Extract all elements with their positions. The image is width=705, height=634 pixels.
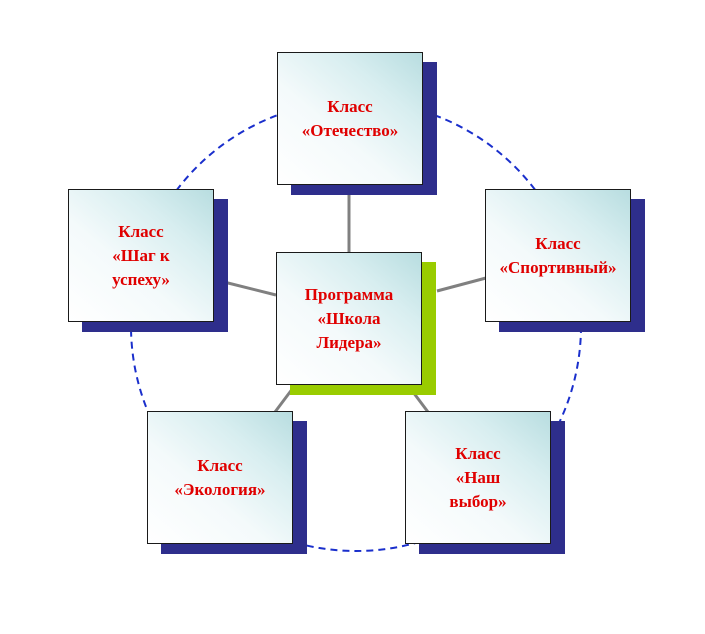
connector-sportivny xyxy=(436,276,487,293)
node-nash-vybor: Класс «Наш выбор» xyxy=(405,411,565,554)
node-shag-k-uspehu: Класс «Шаг к успеху» xyxy=(68,189,228,332)
node-sportivny: Класс «Спортивный» xyxy=(485,189,645,332)
node-otechestvo: Класс «Отечество» xyxy=(277,52,437,195)
node-ekologiya: Класс «Экология» xyxy=(147,411,307,554)
node-sportivny-line-1: Класс xyxy=(535,233,581,253)
node-center-line-1: Программа xyxy=(304,284,394,304)
node-ekologiya-line-2: «Экология» xyxy=(174,479,266,499)
node-otechestvo-box: Класс «Отечество» xyxy=(277,52,423,185)
node-otechestvo-line-2: «Отечество» xyxy=(301,120,399,140)
node-shag-k-uspehu-box: Класс «Шаг к успеху» xyxy=(68,189,214,322)
node-nash-vybor-line-3: выбор» xyxy=(449,491,507,511)
node-center-line-3: Лидера» xyxy=(316,332,382,352)
node-shag-k-uspehu-line-3: успеху» xyxy=(112,269,170,289)
node-center-program-box: Программа «Школа Лидера» xyxy=(276,252,422,385)
node-nash-vybor-line-2: «Наш xyxy=(455,467,501,487)
node-sportivny-line-2: «Спортивный» xyxy=(499,257,617,277)
node-center-program: Программа «Школа Лидера» xyxy=(276,252,436,395)
node-shag-k-uspehu-line-2: «Шаг к xyxy=(112,245,170,265)
node-shag-k-uspehu-line-1: Класс xyxy=(118,221,164,241)
node-nash-vybor-box: Класс «Наш выбор» xyxy=(405,411,551,544)
node-otechestvo-line-1: Класс xyxy=(327,96,373,116)
node-ekologiya-line-1: Класс xyxy=(197,455,243,475)
node-nash-vybor-line-1: Класс xyxy=(455,443,501,463)
node-ekologiya-box: Класс «Экология» xyxy=(147,411,293,544)
node-sportivny-box: Класс «Спортивный» xyxy=(485,189,631,322)
node-center-line-2: «Школа xyxy=(317,308,381,328)
